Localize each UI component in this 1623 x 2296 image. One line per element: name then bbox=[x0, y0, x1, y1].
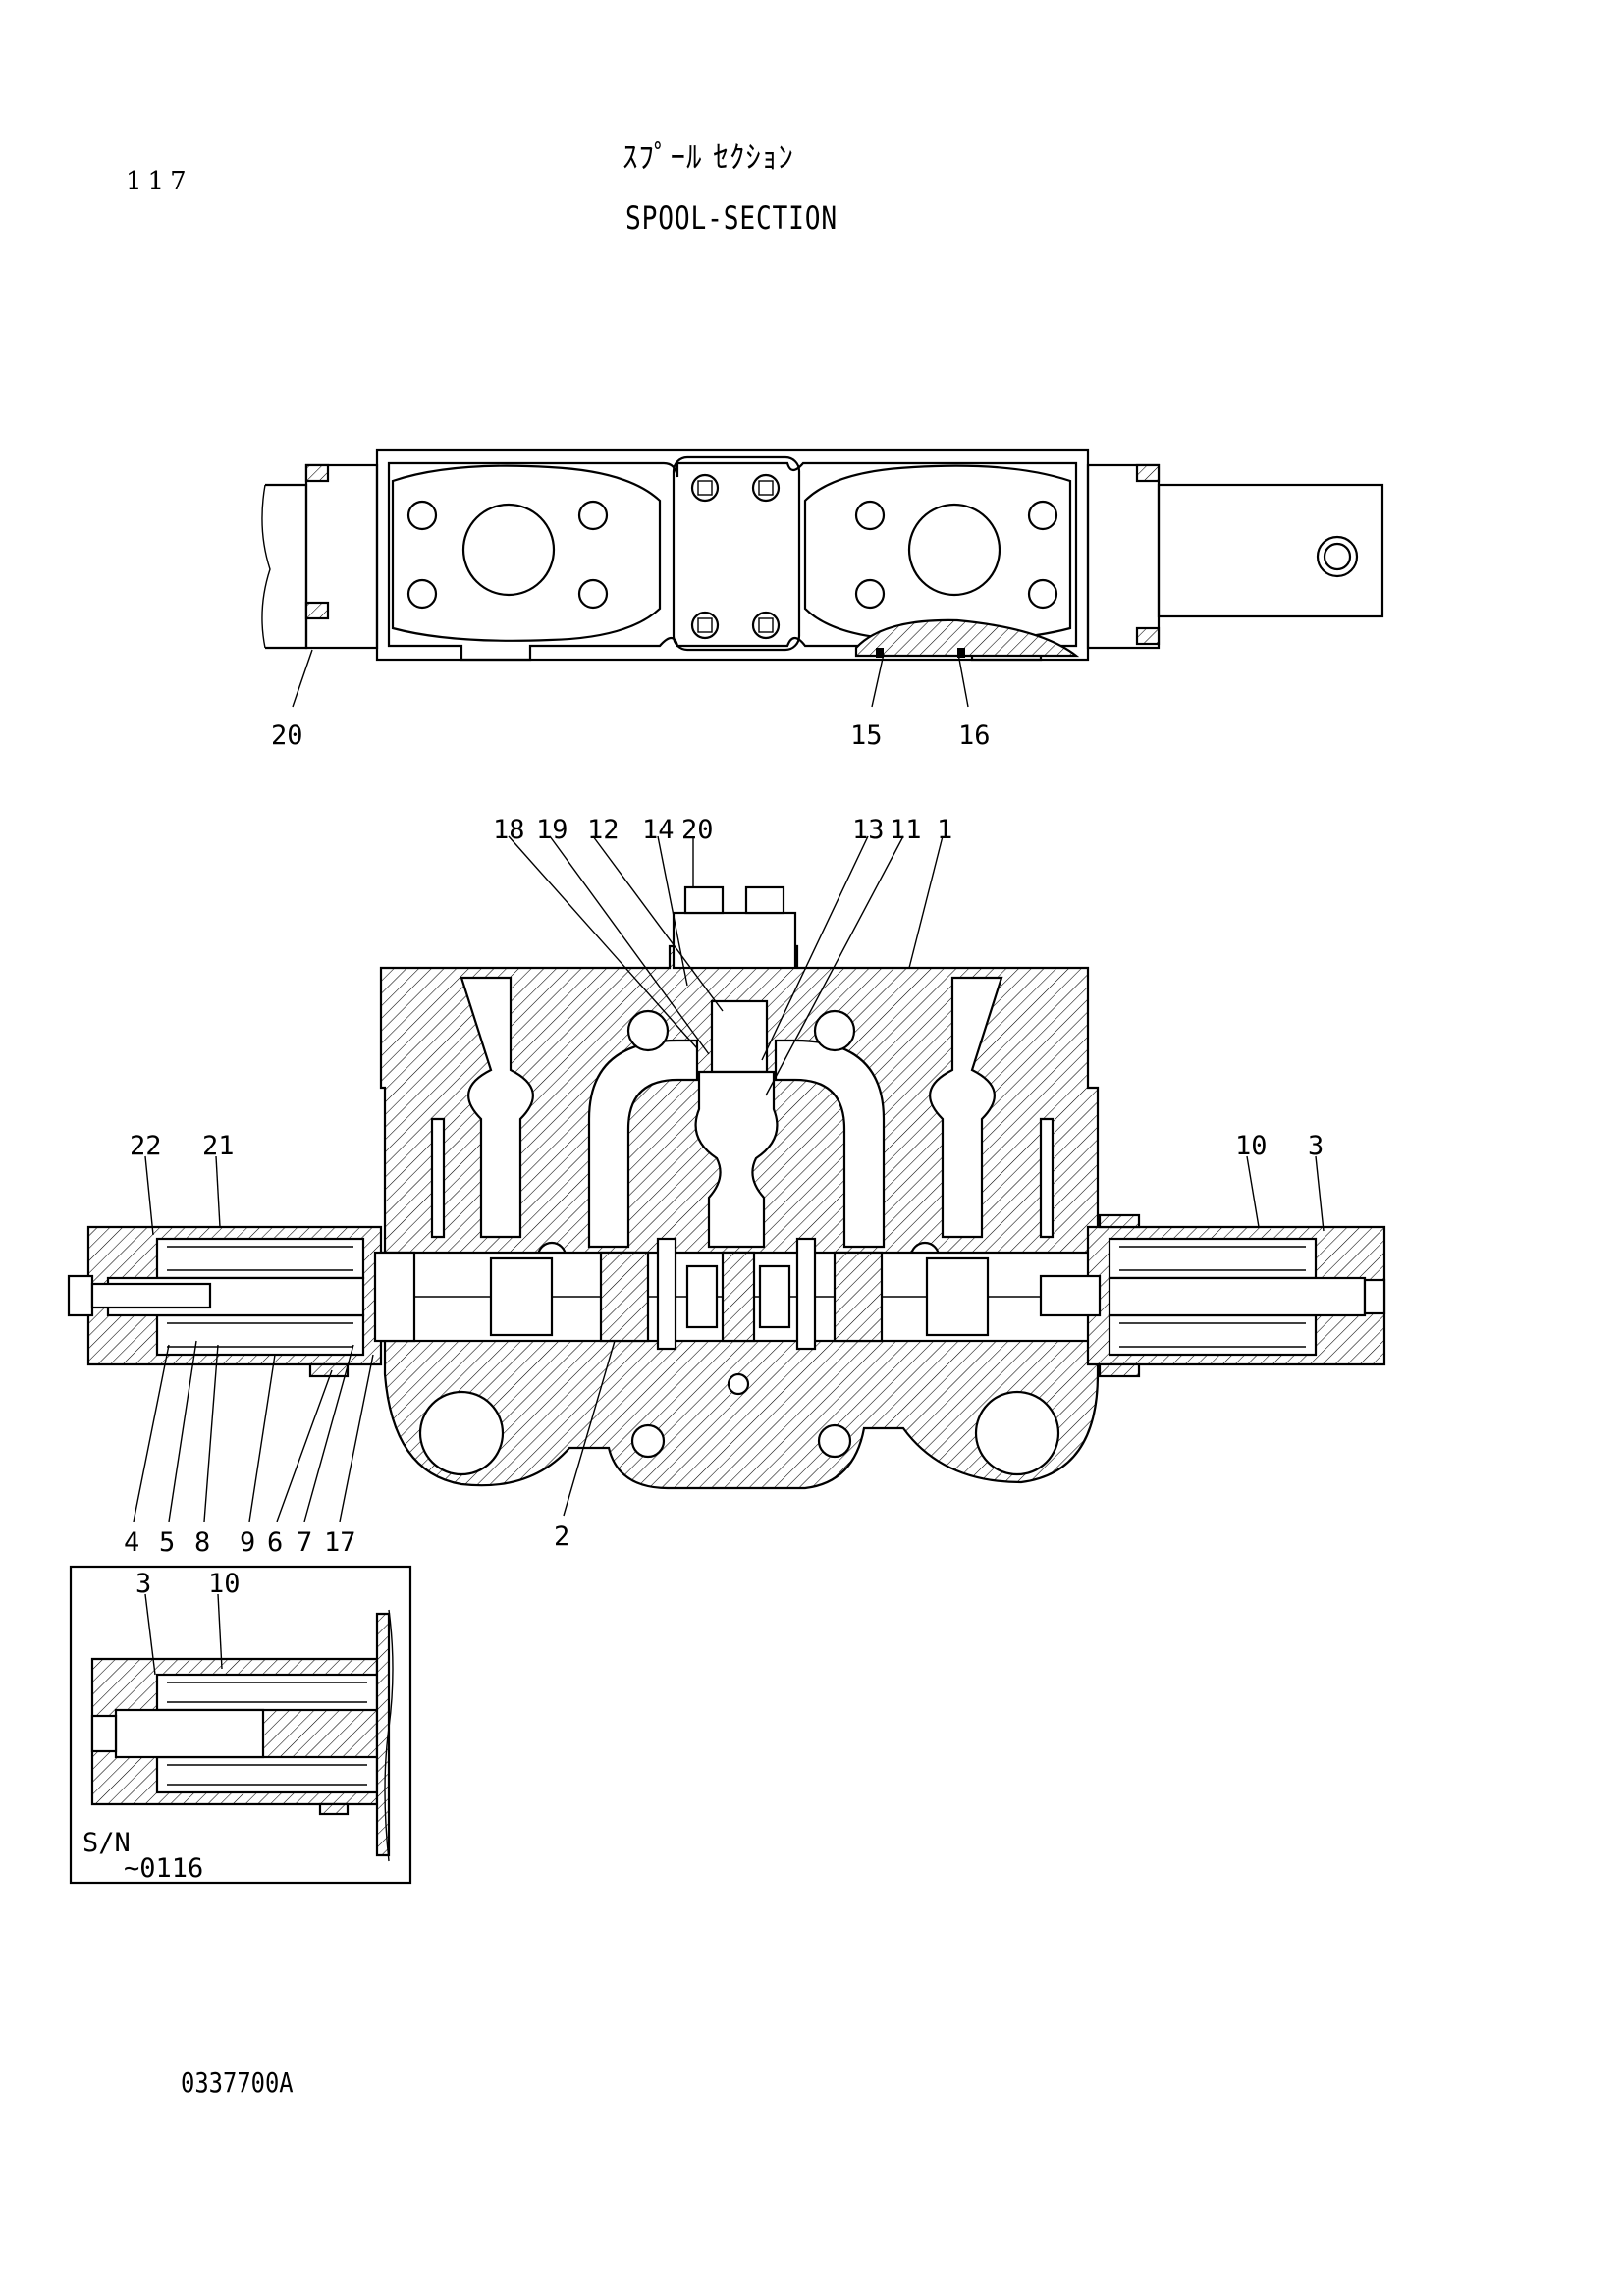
top-left-flange bbox=[391, 464, 662, 642]
section-callout-10: 10 bbox=[1235, 1131, 1268, 1161]
title-english: SPOOL-SECTION bbox=[625, 199, 839, 237]
top-left-shaft bbox=[265, 483, 308, 650]
title-japanese: ｽﾌﾟｰﾙ ｾｸｼｮﾝ bbox=[622, 140, 794, 176]
section-callout-9: 9 bbox=[240, 1527, 255, 1558]
top-right-shaft bbox=[1157, 483, 1384, 618]
section-callout-21: 21 bbox=[202, 1131, 235, 1161]
section-callout-1: 1 bbox=[937, 815, 952, 845]
inset-serial-range: ~0116 bbox=[124, 1853, 203, 1884]
section-check-valve bbox=[710, 999, 769, 1074]
section-callout-8: 8 bbox=[194, 1527, 210, 1558]
page-number: 117 bbox=[126, 167, 192, 196]
section-callout-2: 2 bbox=[554, 1522, 569, 1552]
section-callout-11: 11 bbox=[890, 815, 922, 845]
top-right-cap bbox=[1086, 463, 1161, 650]
section-view bbox=[67, 835, 1386, 1522]
section-callout-4: 4 bbox=[124, 1527, 139, 1558]
top-right-flange bbox=[803, 464, 1072, 642]
section-callout-5: 5 bbox=[159, 1527, 175, 1558]
section-callout-7: 7 bbox=[297, 1527, 312, 1558]
section-right-housing bbox=[1039, 1213, 1386, 1378]
section-callout-17: 17 bbox=[324, 1527, 356, 1558]
top-view bbox=[261, 448, 1384, 708]
section-callout-19: 19 bbox=[536, 815, 568, 845]
inset-frame bbox=[69, 1565, 412, 1885]
inset-callout-10: 10 bbox=[208, 1569, 241, 1599]
section-callout-22: 22 bbox=[130, 1131, 162, 1161]
top-center-block bbox=[672, 455, 801, 652]
section-left-housing bbox=[67, 1225, 416, 1378]
section-callout-13: 13 bbox=[852, 815, 885, 845]
top-left-cap bbox=[304, 463, 379, 650]
inset-detail bbox=[69, 1565, 412, 1885]
inset-callout-3: 3 bbox=[135, 1569, 151, 1599]
section-callout-20: 20 bbox=[681, 815, 714, 845]
inset-serial-label: S/N bbox=[82, 1828, 131, 1858]
section-callout-6: 6 bbox=[267, 1527, 283, 1558]
drawing-number: 0337700A bbox=[181, 2066, 294, 2099]
top-callout-20: 20 bbox=[271, 721, 303, 751]
top-callout-15: 15 bbox=[850, 721, 883, 751]
section-callout-18: 18 bbox=[493, 815, 525, 845]
section-spool bbox=[599, 1237, 884, 1351]
section-callout-3: 3 bbox=[1308, 1131, 1324, 1161]
section-callout-12: 12 bbox=[587, 815, 620, 845]
section-callout-14: 14 bbox=[642, 815, 675, 845]
top-callout-16: 16 bbox=[958, 721, 991, 751]
section-top-cap bbox=[672, 911, 797, 970]
